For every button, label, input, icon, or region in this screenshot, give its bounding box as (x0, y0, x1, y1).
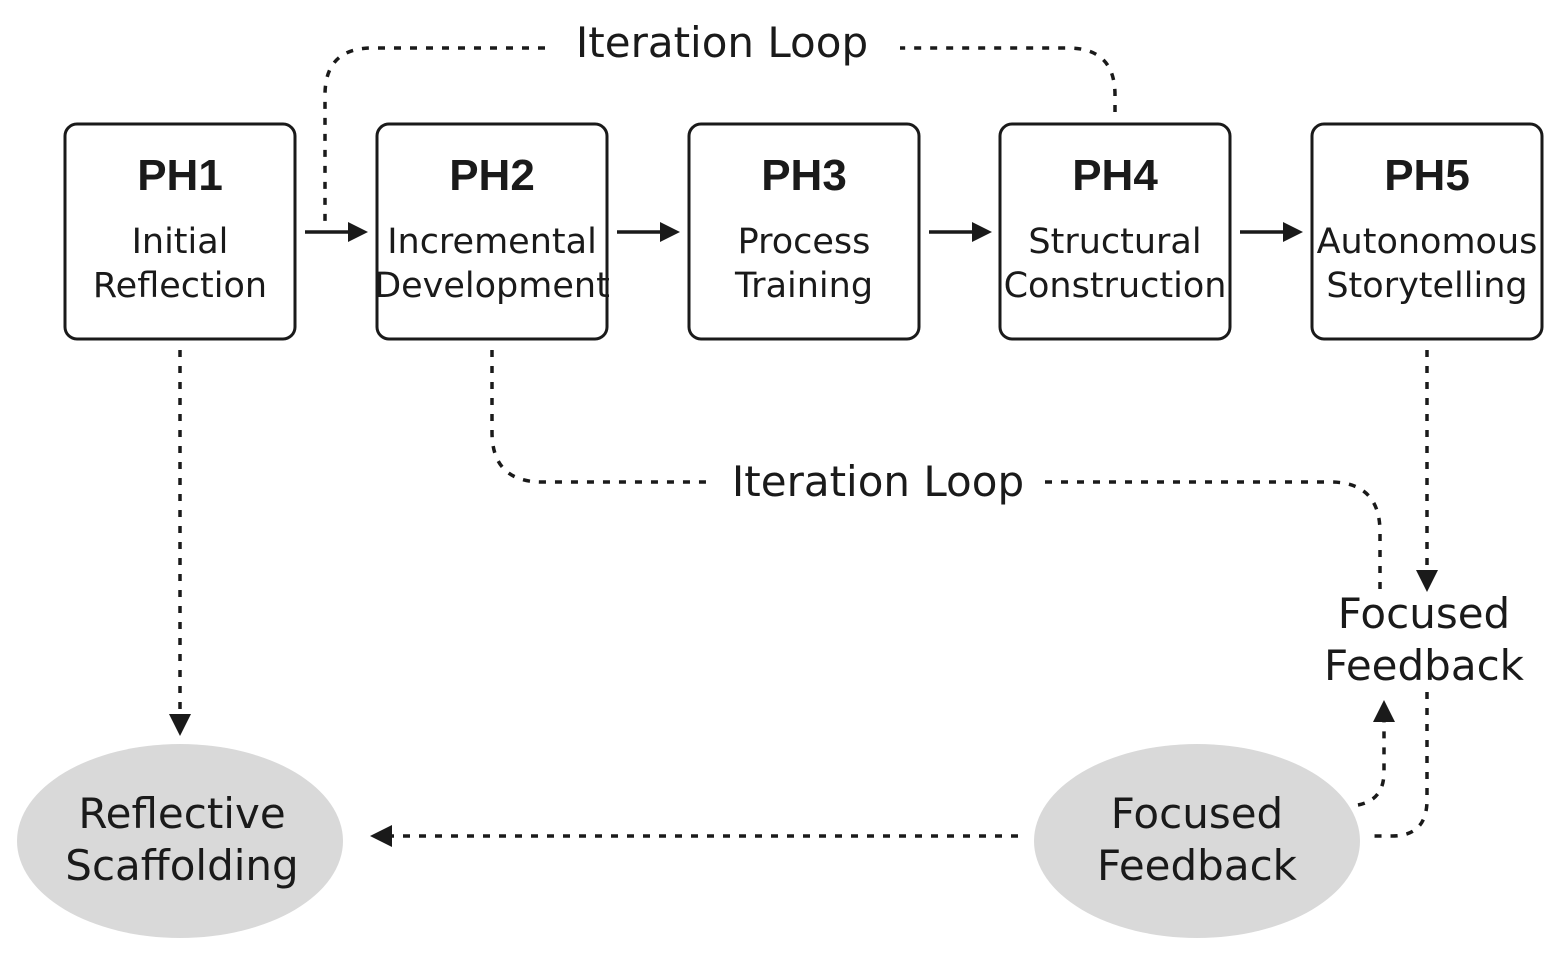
phase-label-line1: Structural (1028, 222, 1201, 262)
arrow-ph5-feedback (1416, 350, 1438, 592)
arrow-ph3-ph4 (929, 222, 992, 242)
arrow-ph2-ph3 (617, 222, 680, 242)
phase-ph2: PH2 Incremental Development (374, 122, 610, 341)
phase-label-line2: Storytelling (1326, 266, 1527, 306)
phase-label-line2: Development (374, 266, 610, 306)
phase-title: PH3 (761, 151, 847, 200)
arrow-ph1-ph2 (305, 222, 368, 242)
oval-label-line2: Feedback (1097, 841, 1298, 890)
phase-box (998, 122, 1232, 341)
oval-label-line1: Reflective (78, 789, 285, 838)
phase-title: PH4 (1072, 151, 1158, 200)
arrow-oval-to-feedback-label (1357, 700, 1395, 807)
oval-shape (1034, 744, 1360, 938)
arrow-ph4-ph5 (1240, 222, 1303, 242)
arrowhead (1373, 700, 1395, 722)
phase-title: PH1 (137, 151, 223, 200)
oval-focused-feedback: Focused Feedback (1034, 744, 1360, 938)
arrowhead (1416, 570, 1438, 592)
arrowhead (1283, 222, 1303, 242)
loop-path (1366, 692, 1429, 838)
phase-ph3: PH3 Process Training (687, 122, 921, 341)
oval-label-line2: Scaffolding (65, 841, 298, 890)
loop-path-left (323, 46, 545, 225)
phase-ph1: PH1 Initial Reflection (63, 122, 297, 341)
arrowhead (660, 222, 680, 242)
phase-label-line1: Initial (132, 222, 229, 262)
phase-title: PH5 (1384, 151, 1470, 200)
phase-label-line2: Construction (1004, 266, 1227, 306)
arrowhead (169, 714, 191, 736)
phase-label-line2: Reflection (93, 266, 267, 306)
focused-feedback-label-line1: Focused (1338, 589, 1510, 638)
middle-loop-label: Iteration Loop (732, 457, 1024, 506)
middle-iteration-loop: Iteration Loop (490, 350, 1382, 598)
arrow-feedback-to-scaffolding (370, 825, 1018, 847)
arrowhead (348, 222, 368, 242)
loop-path-right (900, 46, 1117, 112)
top-iteration-loop: Iteration Loop (323, 18, 1117, 225)
phase-label-line2: Training (734, 266, 873, 306)
oval-reflective-scaffolding: Reflective Scaffolding (17, 744, 343, 938)
phase-label-line1: Autonomous (1317, 222, 1538, 262)
arrow-ph1-scaffolding (169, 350, 191, 736)
loop-path-right (1045, 480, 1382, 598)
connector-feedback-label-to-oval (1366, 692, 1429, 838)
phase-label-line1: Incremental (387, 222, 597, 262)
phase-title: PH2 (449, 151, 535, 200)
phase-ph5: PH5 Autonomous Storytelling (1310, 122, 1544, 341)
phase-box (375, 122, 609, 341)
phase-box (63, 122, 297, 341)
top-loop-label: Iteration Loop (576, 18, 868, 67)
phase-box (1310, 122, 1544, 341)
phase-box (687, 122, 921, 341)
arrowhead (972, 222, 992, 242)
arrowhead (370, 825, 392, 847)
focused-feedback-label-line2: Feedback (1324, 641, 1525, 690)
phase-ph4: PH4 Structural Construction (998, 122, 1232, 341)
loop-path (1357, 722, 1386, 807)
oval-label-line1: Focused (1111, 789, 1283, 838)
phase-label-line1: Process (738, 222, 871, 262)
loop-path-left (490, 350, 712, 484)
oval-shape (17, 744, 343, 938)
